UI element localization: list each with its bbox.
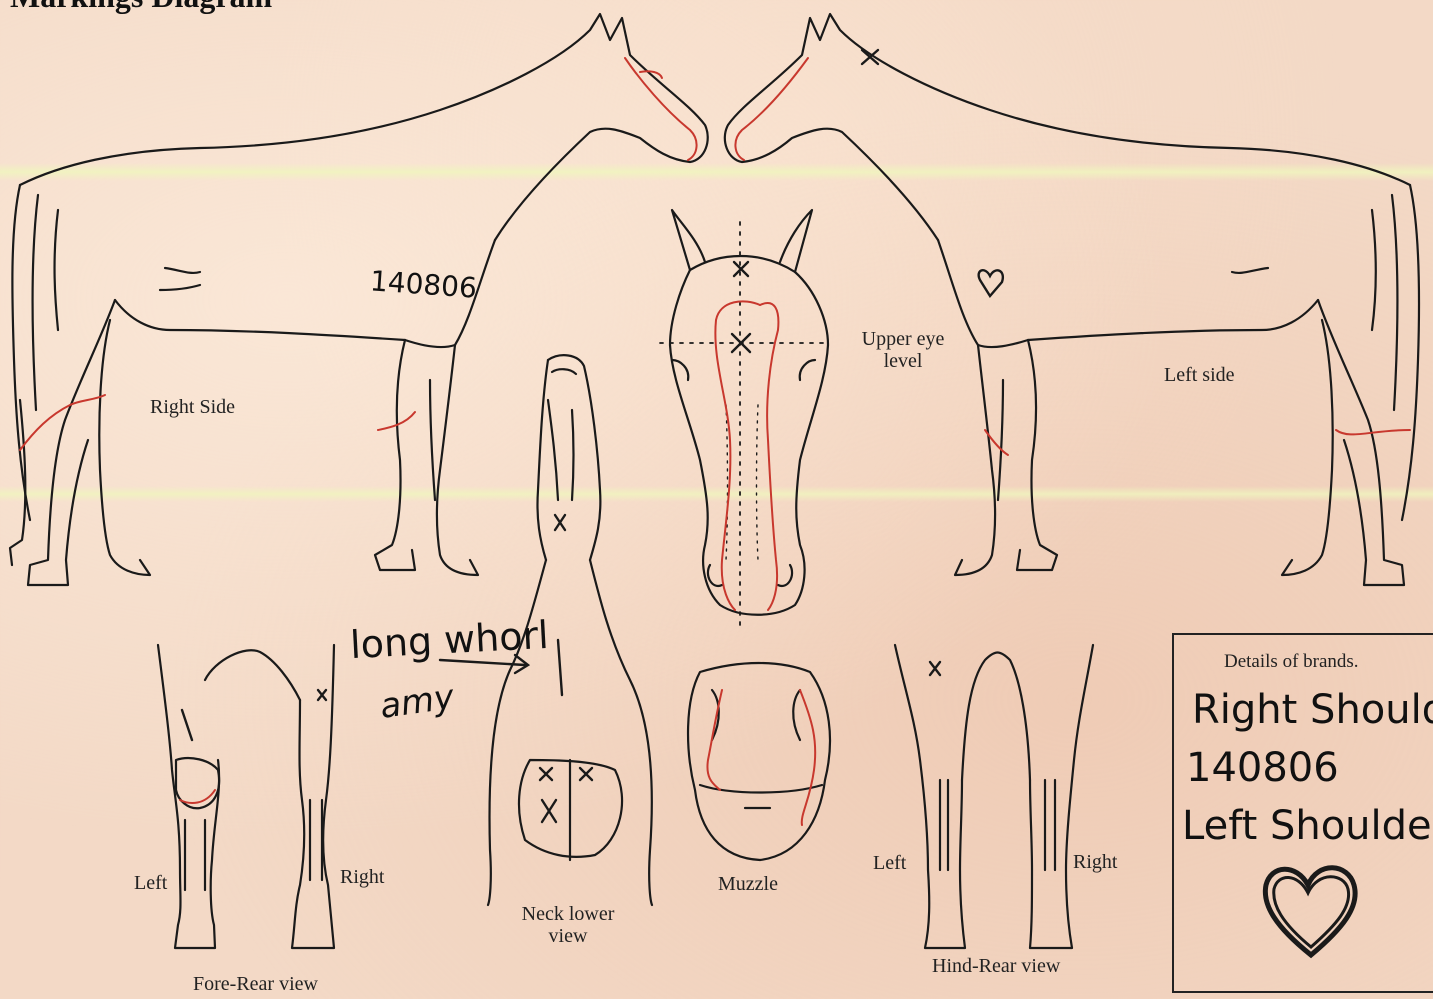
hind-left-label: Left <box>873 852 906 874</box>
hind-right-label: Right <box>1073 851 1117 873</box>
neck-whorl-mark-2 <box>580 768 592 780</box>
horse-left-side-figure <box>725 14 1419 585</box>
left-shoulder-heart-brand-icon <box>979 270 1003 296</box>
whorl-marks <box>182 50 1003 822</box>
brand-line-right-shoulder: Right Shoulder <box>1192 687 1433 733</box>
fore-rear-view-figure <box>158 645 334 948</box>
left-side-label: Left side <box>1164 364 1235 386</box>
brand-line-number: 140806 <box>1186 745 1339 791</box>
neck-lower-view-label: Neck lower view <box>512 903 624 947</box>
brand-details-title: Details of brands. <box>1224 651 1359 673</box>
hind-rear-view-figure <box>895 645 1093 948</box>
fore-right-whorl-mark <box>318 690 326 700</box>
neck-whorl-mark-3 <box>542 800 556 822</box>
forehead-whorl-mark-eye <box>732 334 750 352</box>
fore-left-label: Left <box>134 872 167 894</box>
horse-right-side-figure <box>10 14 708 585</box>
hind-rear-view-label: Hind-Rear view <box>932 955 1060 977</box>
hind-whorl-mark <box>930 662 940 675</box>
fore-right-label: Right <box>340 866 384 888</box>
muzzle-label: Muzzle <box>718 873 778 895</box>
right-side-label: Right Side <box>150 396 235 418</box>
brand-line-left-shoulder: Left Shoulder <box>1182 803 1433 849</box>
brand-details-box: Details of brands. Right Shoulder 140806… <box>1172 633 1433 993</box>
upper-eye-level-label: Upper eye level <box>848 328 958 372</box>
forehead-whorl-mark-top <box>734 262 748 276</box>
heart-brand-icon <box>1256 855 1366 965</box>
fore-left-whorl-mark <box>182 710 192 740</box>
fore-rear-view-label: Fore-Rear view <box>193 973 318 995</box>
neck-whorl-mark-4 <box>555 515 565 530</box>
muzzle-figure <box>688 663 830 860</box>
long-whorl-line <box>558 640 562 695</box>
neck-whorl-mark-1 <box>540 768 552 780</box>
